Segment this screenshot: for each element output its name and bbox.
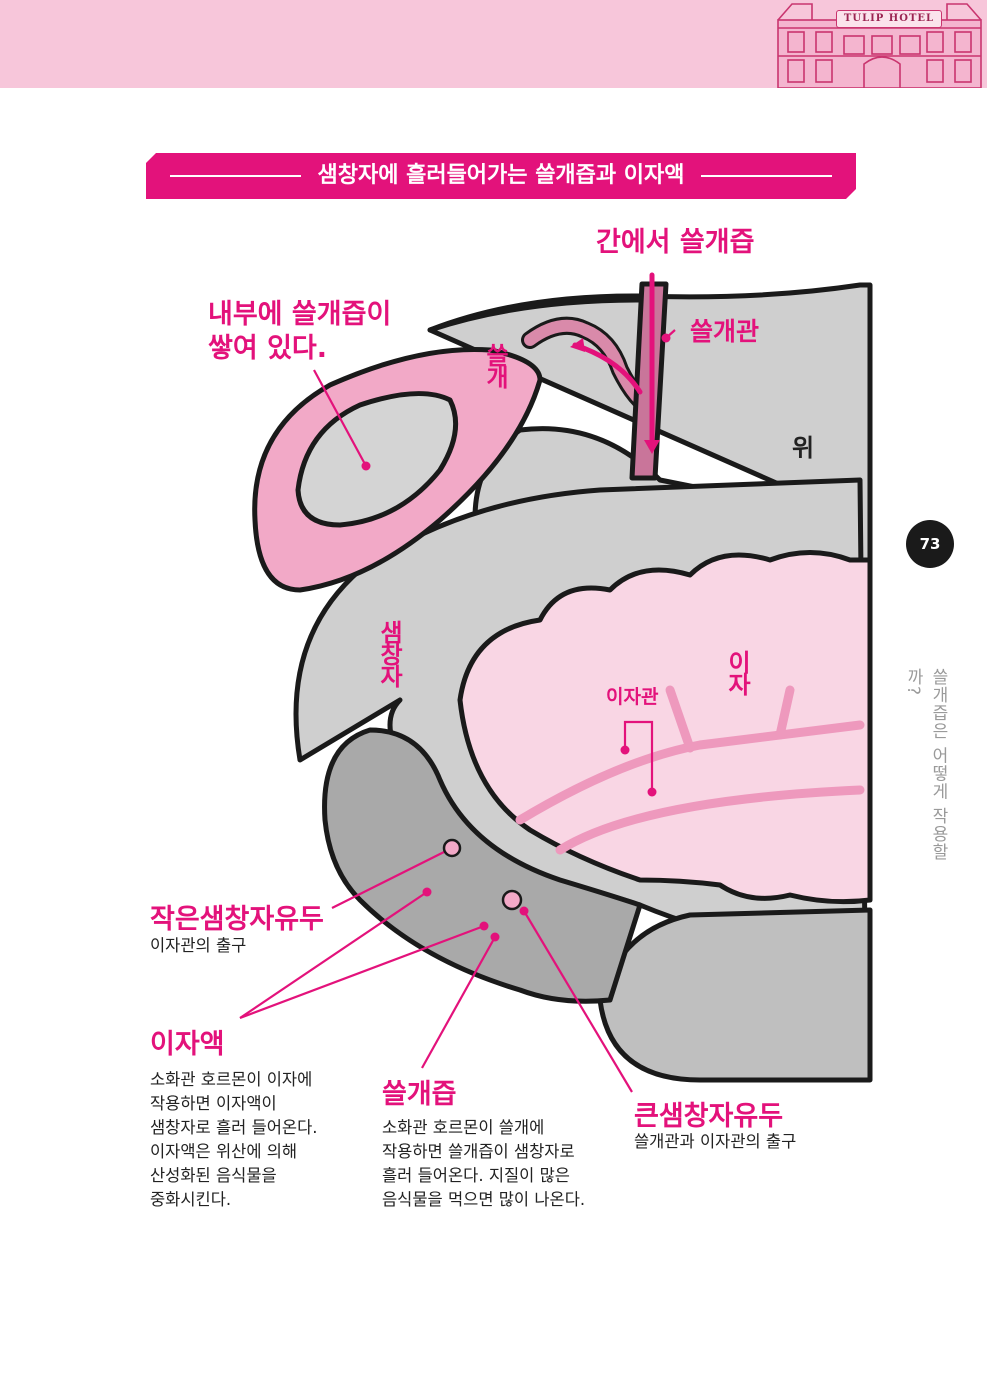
label-pancreas: 이자 (723, 650, 751, 694)
minor-papilla-desc: 이자관의 출구 (150, 936, 247, 955)
diagram-title: 샘창자에 흘러들어가는 쓸개즙과 이자액 (301, 163, 700, 188)
pancreatic-juice-title: 이자액 (150, 1029, 225, 1060)
hotel-facade-icon (777, 3, 982, 88)
pancreatic-juice-desc: 소화관 호르몬이 이자에 작용하면 이자액이 샘창자로 흘러 들어온다. 이자액… (150, 1070, 318, 1209)
label-from-liver: 간에서 쓸개즙 (596, 227, 755, 258)
label-bile-inside: 내부에 쓸개즙이 쌓여 있다. (208, 299, 392, 364)
label-stomach: 위 (792, 434, 815, 462)
hotel-sign: TULIP HOTEL (836, 10, 942, 28)
side-chapter-title: 쓸개즙은 어떻게 작용할까? (903, 668, 948, 861)
pancreas-shape (457, 550, 873, 905)
label-duodenum: 샘창자 (375, 620, 403, 686)
major-papilla-desc: 쓸개관과 이자관의 출구 (634, 1132, 797, 1151)
bile-title: 쓸개즙 (382, 1079, 457, 1110)
major-papilla-title: 큰샘창자유두 (634, 1101, 784, 1132)
bile-desc: 소화관 호르몬이 쓸개에 작용하면 쓸개즙이 샘창자로 흘러 들어온다. 지질이… (382, 1118, 586, 1209)
label-gallbladder: 쓸개 (481, 343, 509, 387)
gallbladder-interior (295, 391, 459, 528)
duodenum-interior (322, 727, 643, 1004)
label-bile-duct: 쓸개관 (690, 317, 760, 346)
label-pancreatic-duct: 이자관 (606, 686, 659, 708)
diagram-title-bar: 샘창자에 흘러들어가는 쓸개즙과 이자액 (146, 153, 856, 199)
minor-papilla-title: 작은샘창자유두 (150, 904, 324, 935)
page-number: 73 (906, 520, 954, 568)
